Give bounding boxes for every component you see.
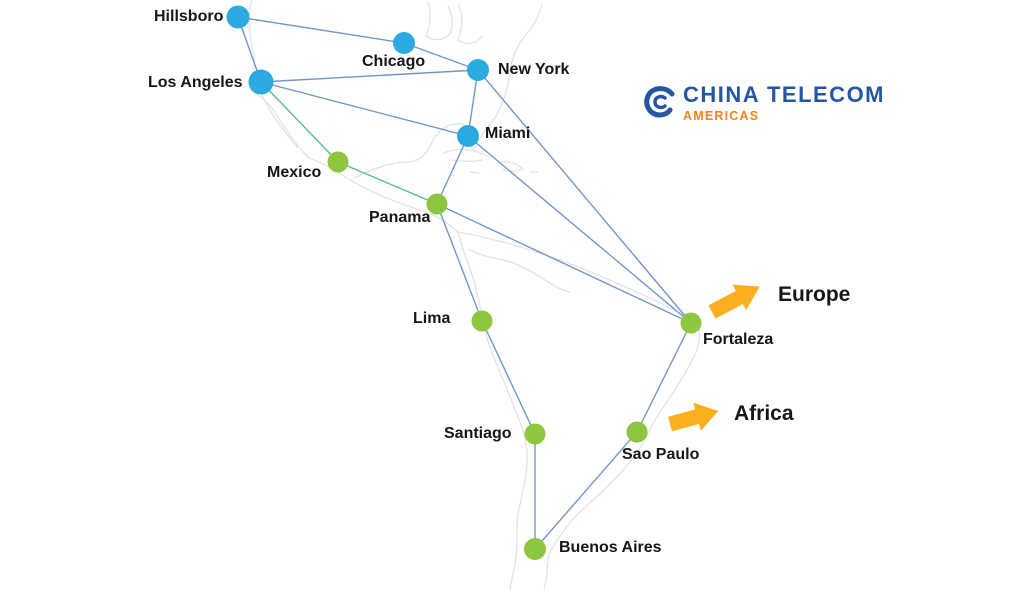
baja-california [261,94,298,148]
hispaniola [469,161,539,174]
label-sao-paulo: Sao Paulo [622,446,700,463]
link-miami-fortaleza [467,135,692,324]
link-lima-santiago [481,320,536,435]
cuba [443,148,490,163]
label-fortaleza: Fortaleza [703,331,774,348]
network-nodes [226,5,702,560]
node-new-york [467,59,489,81]
logo-brand-text: CHINA TELECOM [683,82,886,107]
node-fortaleza [680,312,702,334]
label-europe: Europe [778,283,851,306]
node-mexico [327,151,349,173]
label-los-angeles: Los Angeles [148,74,243,91]
link-newyork-miami [467,69,479,137]
great-lakes [425,1,483,45]
south-america-north-coast [457,231,700,331]
node-hillsboro [226,5,250,29]
link-miami-panama [436,135,469,205]
link-chicago-newyork [403,42,479,71]
node-sao-paulo [626,421,648,443]
label-new-york: New York [498,61,570,78]
amazon-river [469,249,571,293]
link-buenosaires-saopaulo [534,431,638,550]
africa-arrow-icon [668,402,719,432]
node-miami [457,125,479,147]
link-losangeles-mexico [260,81,339,163]
destination-arrows [668,284,760,432]
link-panama-lima [436,203,483,322]
label-miami: Miami [485,125,531,142]
label-santiago: Santiago [444,425,512,442]
label-chicago: Chicago [362,53,426,70]
gulf-florida-east-coast [354,3,543,179]
south-america-east-coast [543,329,701,590]
continent-outlines [248,0,701,590]
node-panama [426,193,448,215]
link-mexico-panama [337,161,438,205]
label-africa: Africa [734,402,794,425]
node-buenos-aires [524,538,546,560]
link-losangeles-miami [260,81,469,137]
link-hillsboro-chicago [237,16,405,44]
link-saopaulo-fortaleza [636,322,692,433]
node-chicago [393,32,415,54]
logo-text: CHINA TELECOM AMERICAS [683,84,885,123]
label-panama: Panama [369,209,431,226]
south-america-west-coast [457,231,528,590]
china-telecom-c-mark-icon [644,86,675,118]
link-newyork-fortaleza [477,69,692,324]
node-lima [471,310,493,332]
europe-arrow-icon [708,284,760,319]
label-mexico: Mexico [267,164,322,181]
label-hillsboro: Hillsboro [154,8,224,25]
logo-subbrand-text: AMERICAS [683,109,760,123]
north-america-pacific-coast [248,0,459,233]
link-panama-fortaleza [436,203,692,324]
label-buenos-aires: Buenos Aires [559,539,662,556]
node-santiago [524,423,546,445]
label-lima: Lima [413,310,451,327]
node-los-angeles [248,69,274,95]
link-losangeles-newyork [260,69,479,83]
china-telecom-logo: CHINA TELECOM AMERICAS [641,84,885,124]
